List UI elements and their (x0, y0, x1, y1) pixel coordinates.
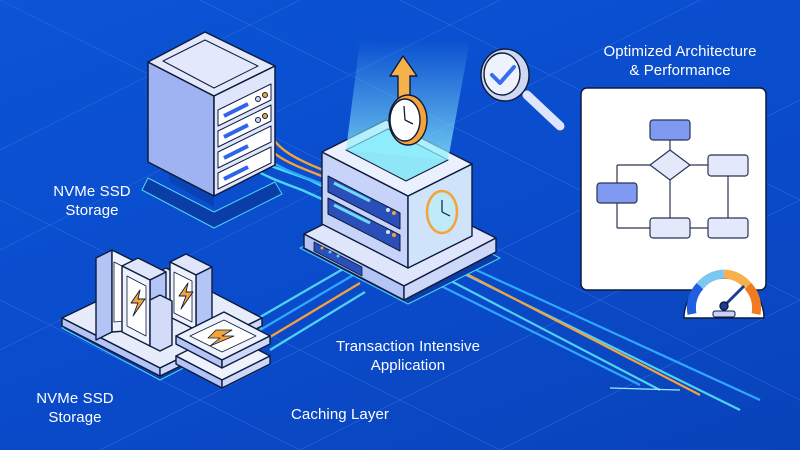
label-line: NVMe SSD (36, 390, 114, 407)
label-line: Storage (48, 409, 102, 426)
label-line: Transaction Intensive (335, 338, 481, 355)
label-optimized-architecture: Optimized Architecture & Performance (570, 42, 790, 80)
label-line: Storage (65, 202, 119, 219)
label-transaction-intensive-application: Transaction Intensive Application (318, 337, 498, 375)
cache-stack-icon (175, 311, 271, 389)
ssd-drives-icon (61, 249, 271, 389)
server-rack-icon (141, 31, 283, 229)
clock-up-arrow-icon (346, 40, 470, 160)
cable-bundle-app-to-architecture (424, 256, 761, 411)
label-line: Optimized Architecture (603, 43, 757, 60)
label-line: NVMe SSD (53, 183, 131, 200)
label-nvme-ssd-storage-drives: NVMe SSD Storage (25, 389, 125, 427)
flowchart-icon (580, 87, 767, 291)
magnifier-check-icon (480, 48, 565, 131)
label-nvme-ssd-storage-server: NVMe SSD Storage (42, 182, 142, 220)
label-line: Application (370, 357, 446, 374)
label-caching-layer: Caching Layer (270, 405, 410, 424)
cable-bundle-drives-to-app (254, 264, 366, 351)
label-line: Caching Layer (290, 406, 390, 423)
label-line: & Performance (629, 62, 731, 79)
speedometer-gauge-icon (683, 269, 765, 319)
